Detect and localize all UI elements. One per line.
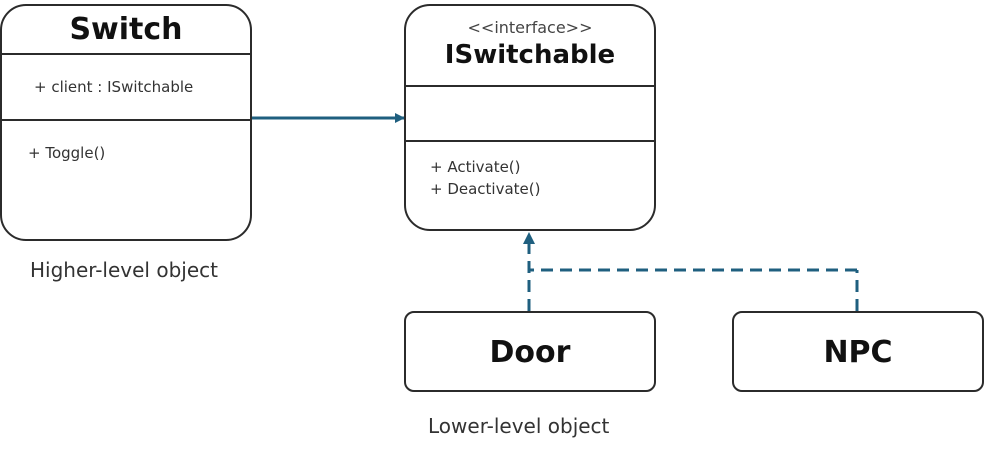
- interface-operation-deactivate: + Deactivate(): [430, 180, 541, 198]
- switch-divider-1: [2, 53, 250, 55]
- switch-divider-2: [2, 119, 250, 121]
- switch-class-box[interactable]: Switch + client : ISwitchable + Toggle(): [0, 4, 252, 241]
- interface-stereotype: <<interface>>: [467, 18, 593, 37]
- interface-divider-1: [406, 85, 654, 87]
- npc-class-name: NPC: [823, 335, 893, 370]
- switch-class-name: Switch: [69, 12, 183, 47]
- iswitchable-interface-box[interactable]: <<interface>> ISwitchable + Activate() +…: [404, 4, 656, 231]
- switch-attribute-client: + client : ISwitchable: [34, 78, 194, 96]
- interface-operation-activate: + Activate(): [430, 158, 521, 176]
- interface-divider-2: [406, 140, 654, 142]
- interface-class-name: ISwitchable: [444, 40, 616, 70]
- door-class-name: Door: [489, 335, 571, 370]
- door-class-box[interactable]: Door: [404, 311, 656, 392]
- higher-level-caption: Higher-level object: [30, 258, 218, 282]
- lower-level-caption: Lower-level object: [428, 414, 610, 438]
- switch-operation-toggle: + Toggle(): [28, 144, 106, 162]
- npc-class-box[interactable]: NPC: [732, 311, 984, 392]
- realization-arrowhead: [523, 232, 535, 244]
